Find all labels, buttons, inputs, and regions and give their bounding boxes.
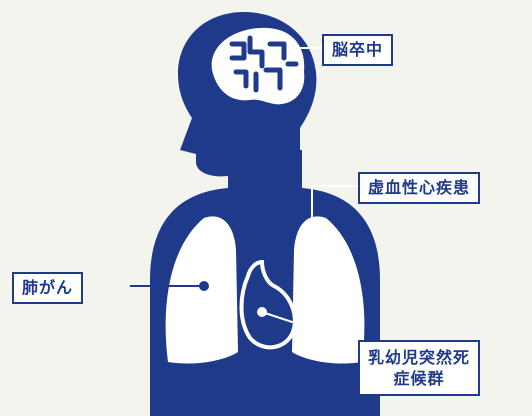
ischemic-heart-disease-label: 虚血性心疾患: [358, 172, 480, 204]
lung-cancer-label: 肺がん: [12, 272, 83, 304]
sids-label-line1: 乳幼児突然死: [368, 347, 470, 368]
stroke-label-text: 脳卒中: [332, 40, 383, 59]
sids-label-line2: 症候群: [368, 368, 470, 389]
stroke-label: 脳卒中: [322, 34, 393, 66]
sids-label: 乳幼児突然死 症候群: [358, 340, 480, 396]
ischemic-heart-disease-label-text: 虚血性心疾患: [368, 178, 470, 197]
lung-cancer-label-text: 肺がん: [22, 278, 73, 297]
